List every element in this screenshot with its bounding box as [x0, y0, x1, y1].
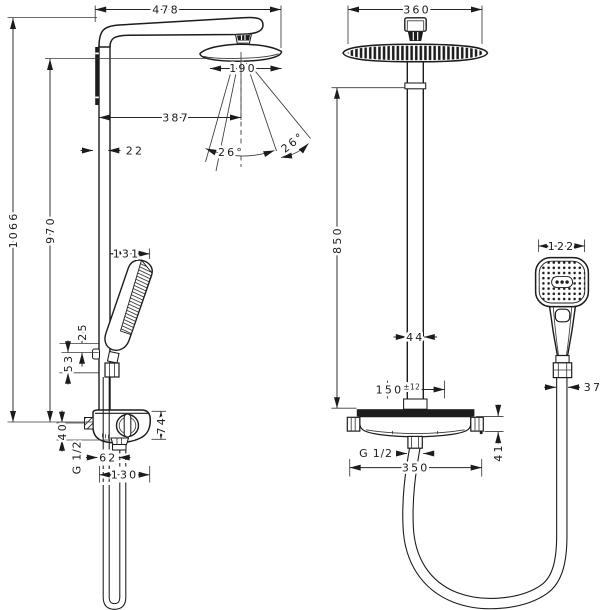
- slider-holder: [91, 348, 101, 360]
- select-button: [554, 308, 571, 323]
- dim-spray-angle-outer-label: 26°: [279, 129, 308, 155]
- thread-label-side: G 1/2: [70, 441, 83, 475]
- dim-riser-width-label: 44: [406, 331, 424, 344]
- dim-reach-label: 387: [162, 111, 190, 124]
- side-view-dimensions: 478 190 387 22 26° 26° 1066 970 131: [4, 1, 309, 484]
- dim-valve-height-label: 74: [155, 416, 168, 434]
- hand-shower-front: [534, 256, 590, 379]
- dim-spray-angle-inner-label: 26°: [218, 146, 244, 159]
- dim-inlet-drop-label: 40: [56, 422, 69, 440]
- hand-shower-face-hatch: [119, 259, 153, 336]
- hand-shower-side: [91, 259, 153, 378]
- dim-head-width-label: 190: [229, 62, 257, 75]
- dim-bar-depth-label: 22: [126, 144, 144, 157]
- dim-hose-width-label: 37: [584, 381, 602, 394]
- dim-valve-drop-label: 41: [492, 443, 505, 461]
- spray-face-band: [347, 45, 483, 61]
- dim-handshower-offset-label: 131: [113, 248, 141, 261]
- thermostat-front: [346, 409, 484, 449]
- hose-side: [102, 377, 127, 610]
- dim-overall-height-label: 1066: [7, 212, 20, 249]
- shower-arm-side: [98, 16, 264, 48]
- front-view: 360 850 44 150±12 G 1/2 350 41: [328, 1, 603, 610]
- front-view-dimensions: 360 850 44 150±12 G 1/2 350 41: [328, 1, 602, 477]
- dim-valve-width-side-label: 130: [111, 469, 139, 482]
- dim-overall-width-label: 478: [152, 3, 180, 16]
- dim-handshower-width-label: 122: [548, 240, 576, 253]
- dim-slider-upper-label: 25: [76, 322, 89, 340]
- side-view: 478 190 387 22 26° 26° 1066 970 131: [4, 1, 311, 610]
- hose-front: [402, 377, 568, 610]
- dim-bar-height-label: 970: [44, 216, 57, 244]
- thread-label-front: G 1/2: [359, 447, 393, 460]
- dim-outlet-offset-label: 62: [99, 451, 117, 464]
- riser-pipe-front: [403, 61, 428, 410]
- dim-slider-lower-label: 53: [62, 354, 75, 372]
- overhead-shower-front: [342, 17, 489, 63]
- dim-connection-spacing-label: 150±12: [376, 382, 421, 396]
- dim-head-width-front-label: 360: [403, 3, 431, 16]
- dim-riser-height-label: 850: [331, 226, 344, 254]
- thermostat-side: [84, 409, 152, 451]
- wall-supply-stub: [84, 417, 94, 430]
- dim-valve-width-front-label: 350: [402, 461, 430, 474]
